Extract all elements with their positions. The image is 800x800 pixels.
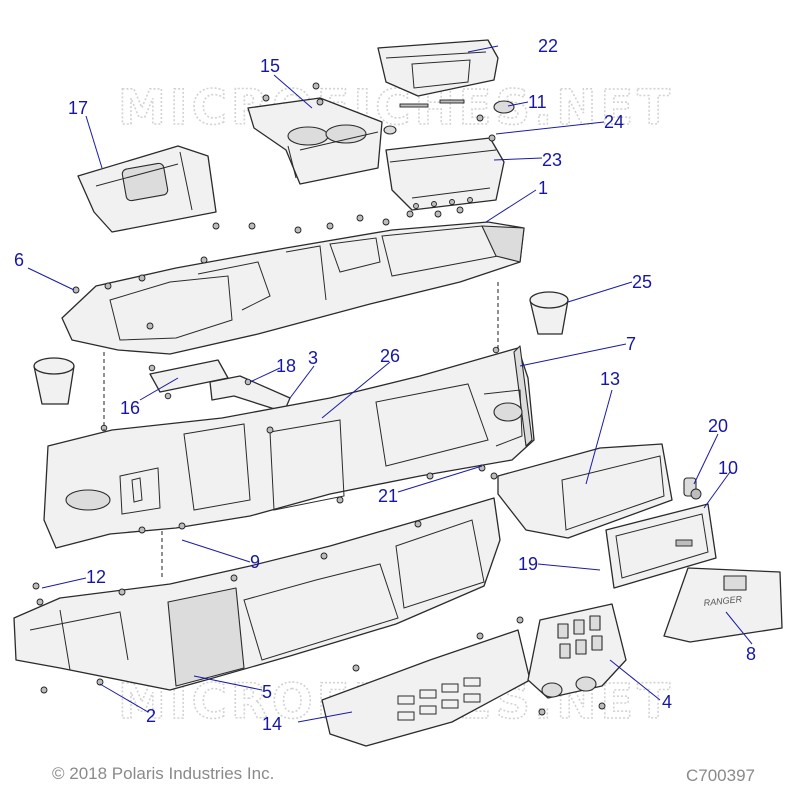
callout-7: 7	[626, 334, 636, 354]
callout-18: 18	[276, 356, 296, 376]
drawing-number: C700397	[686, 766, 756, 785]
cup-insert-left	[33, 357, 75, 405]
callout-14: 14	[262, 714, 282, 734]
callout-12: 12	[86, 567, 106, 587]
part-11-bumper	[493, 100, 515, 114]
callout-4: 4	[662, 692, 672, 712]
callout-9: 9	[250, 552, 260, 572]
callout-3: 3	[308, 348, 318, 368]
callout-25: 25	[632, 272, 652, 292]
callout-23: 23	[542, 150, 562, 170]
callout-2: 2	[146, 706, 156, 726]
callout-13: 13	[600, 369, 620, 389]
callout-16: 16	[120, 398, 140, 418]
part-4-switch-bezel	[527, 603, 627, 716]
watermark-top: MICROFICHES.NET	[118, 80, 674, 136]
callout-17: 17	[68, 98, 88, 118]
callout-11: 11	[528, 92, 547, 112]
part-1-upper-dash	[61, 206, 525, 355]
part-7-dash-frame	[43, 345, 535, 549]
part-17-gauge-bezel	[77, 145, 217, 233]
part-20-latch	[683, 477, 702, 500]
svg-text:RANGER: RANGER	[703, 594, 743, 608]
callout-24: 24	[604, 112, 624, 132]
callout-10: 10	[718, 458, 738, 478]
screws-upper	[262, 82, 496, 142]
part-25-cup-insert	[529, 291, 569, 335]
part-13-glove-housing	[497, 443, 673, 539]
callout-labels: 1 2 3 4 5 6 7 8 9 10 11 12 13 14 15 16 1…	[14, 36, 756, 734]
callout-1: 1	[538, 178, 548, 198]
callout-8: 8	[746, 644, 756, 664]
callout-21: 21	[378, 486, 398, 506]
part-8-door-outer: RANGER	[663, 567, 783, 643]
callout-22: 22	[538, 36, 558, 56]
callout-5: 5	[262, 682, 272, 702]
callout-19: 19	[518, 554, 538, 574]
leader-lines	[27, 45, 753, 723]
callout-15: 15	[260, 56, 280, 76]
part-22-lid	[377, 39, 499, 97]
part-5-lower-dash	[13, 497, 501, 694]
copyright-notice: © 2018 Polaris Industries Inc.	[52, 764, 275, 783]
callout-20: 20	[708, 416, 728, 436]
part-15-cup-console	[247, 97, 383, 185]
part-10-door-inner	[605, 503, 717, 589]
bumper-small	[383, 125, 397, 135]
callout-6: 6	[14, 250, 24, 270]
callout-26: 26	[380, 346, 400, 366]
part-14-switch-panel	[321, 616, 531, 747]
part-23-glove-bin	[385, 137, 505, 211]
